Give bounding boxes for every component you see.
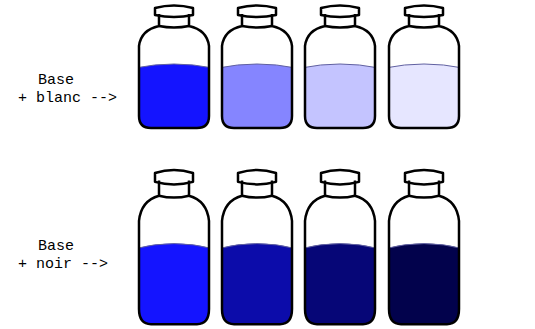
mix-added-label: + noir --> <box>18 256 108 273</box>
mix-added-label: + blanc --> <box>18 90 117 107</box>
mix-base-label: Base <box>38 72 74 89</box>
jar <box>385 6 463 133</box>
jar <box>218 6 296 133</box>
mix-base-label: Base <box>38 238 74 255</box>
jar <box>385 170 463 329</box>
jar <box>301 6 379 133</box>
jar <box>301 170 379 329</box>
jar <box>135 6 213 133</box>
jar <box>218 170 296 329</box>
jar <box>135 170 213 329</box>
